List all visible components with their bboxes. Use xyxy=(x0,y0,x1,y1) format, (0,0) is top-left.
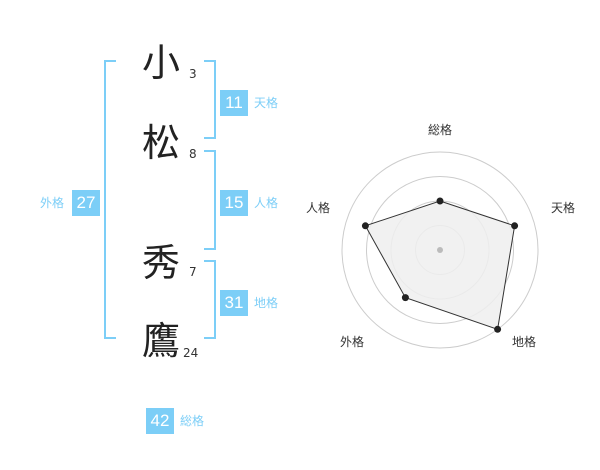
stroke-count-4: 24 xyxy=(183,346,199,360)
tenkaku-label: 天格 xyxy=(254,96,279,110)
radar-axis-label-soukaku: 総格 xyxy=(428,122,452,137)
name-char-4: 鷹 xyxy=(142,319,181,363)
radar-ring-4 xyxy=(341,151,539,349)
radar-axis-label-chikaku: 地格 xyxy=(512,334,536,349)
radar-axis-label-tenkaku: 天格 xyxy=(551,200,575,215)
chikaku-bracket xyxy=(204,260,216,339)
name-char-2: 松 xyxy=(142,121,181,165)
stroke-count-3: 7 xyxy=(189,265,197,279)
gaikaku-bracket xyxy=(104,60,116,339)
radar-point-5 xyxy=(361,222,369,230)
radar-ring-3 xyxy=(366,176,514,324)
radar-axis-label-jinkaku: 人格 xyxy=(306,200,330,215)
gaikaku-label: 外格 xyxy=(40,196,65,210)
chikaku-label: 地格 xyxy=(254,296,279,310)
radar-point-2 xyxy=(511,222,519,230)
jinkaku-label: 人格 xyxy=(254,196,279,210)
stroke-count-1: 3 xyxy=(189,67,197,81)
chikaku-value: 31 xyxy=(220,290,248,316)
soukaku-label: 総格 xyxy=(180,414,205,428)
jinkaku-value: 15 xyxy=(220,190,248,216)
soukaku-value: 42 xyxy=(146,408,174,434)
tenkaku-value: 11 xyxy=(220,90,248,116)
radar-center-dot xyxy=(437,247,443,253)
tenkaku-bracket xyxy=(204,60,216,139)
radar-point-4 xyxy=(401,294,409,302)
name-char-3: 秀 xyxy=(142,241,181,285)
stroke-count-2: 8 xyxy=(189,147,197,161)
radar-point-3 xyxy=(494,325,502,333)
name-char-1: 小 xyxy=(142,41,181,85)
radar-series-polygon xyxy=(364,200,516,330)
jinkaku-bracket xyxy=(204,150,216,250)
radar-point-1 xyxy=(436,197,444,205)
gaikaku-value: 27 xyxy=(72,190,100,216)
radar-axis-label-gaikaku: 外格 xyxy=(340,334,364,349)
